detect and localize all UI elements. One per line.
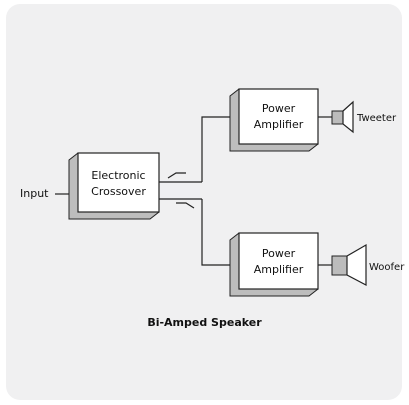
tweeter-speaker-icon <box>331 100 354 134</box>
crossover-block-face <box>77 152 160 213</box>
input-label: Input <box>20 187 49 200</box>
woofer-speaker-icon <box>331 243 367 286</box>
power-amplifier-bottom: Power Amplifier <box>229 232 319 297</box>
crossover-label-line2: Crossover <box>91 185 146 198</box>
lowpass-filter-symbol <box>176 202 195 209</box>
highpass-filter-symbol <box>167 172 186 179</box>
wire-to-bottom-amp <box>201 199 230 266</box>
amp-top-label-line2: Amplifier <box>254 118 304 131</box>
tweeter-cone <box>342 100 354 134</box>
woofer-magnet <box>331 255 348 276</box>
crossover-block: Electronic Crossover <box>68 152 160 220</box>
woofer-cone <box>346 243 367 286</box>
amp-bottom-label-line1: Power <box>262 247 296 260</box>
amp-bottom-label-line2: Amplifier <box>254 263 304 276</box>
diagram-panel <box>6 4 402 400</box>
amp-bottom-face <box>238 232 319 290</box>
crossover-label-line1: Electronic <box>91 169 145 182</box>
amp-top-label-line1: Power <box>262 102 296 115</box>
diagram-title: Bi-Amped Speaker <box>147 316 262 329</box>
amp-top-face <box>238 88 319 145</box>
tweeter-magnet <box>331 110 344 125</box>
tweeter-label: Tweeter <box>356 113 397 124</box>
power-amplifier-top: Power Amplifier <box>229 88 319 152</box>
woofer-label: Woofer <box>369 262 405 273</box>
wire-to-top-amp <box>201 116 230 182</box>
